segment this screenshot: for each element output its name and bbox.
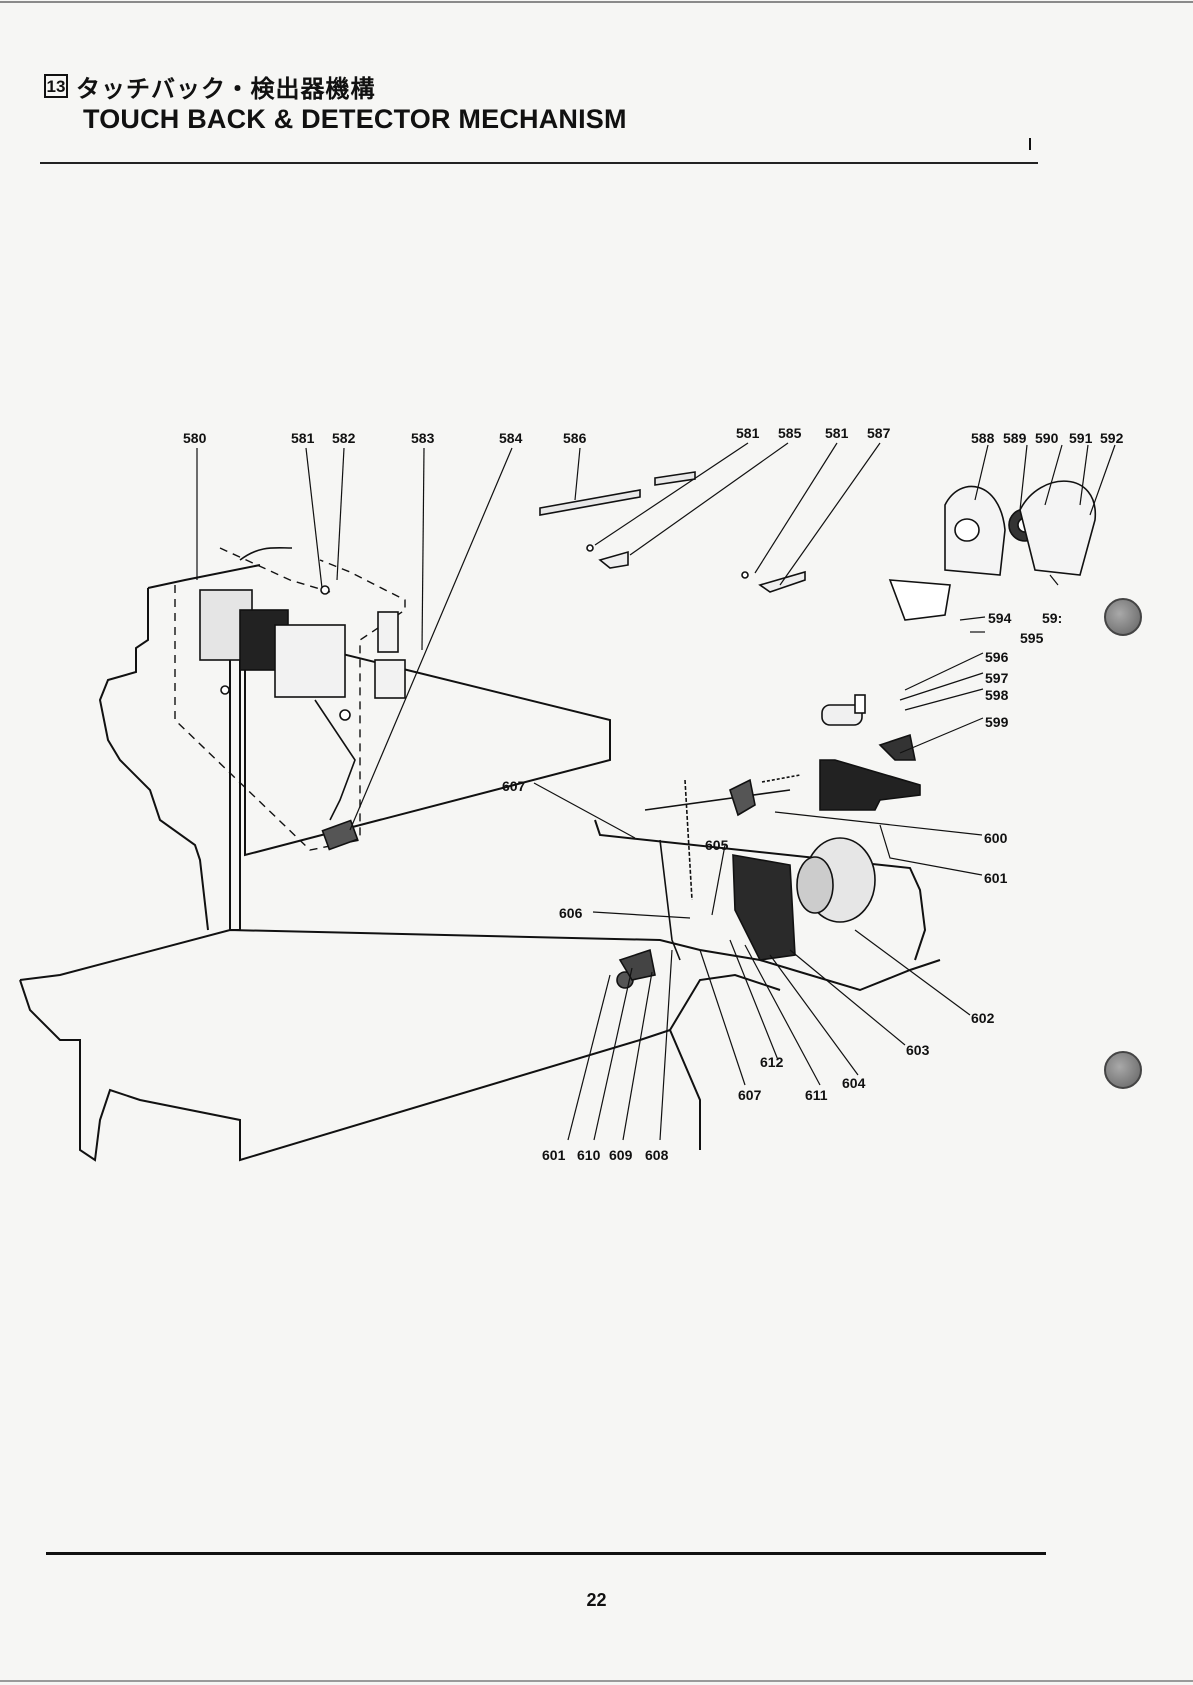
callout-582: 582 xyxy=(332,430,356,446)
callout-594: 594 xyxy=(988,610,1012,626)
callout-600: 600 xyxy=(984,830,1008,846)
callout-599: 599 xyxy=(985,714,1009,730)
machine-outline xyxy=(20,138,1030,1160)
callout-590: 590 xyxy=(1035,430,1059,446)
callout-603: 603 xyxy=(906,1042,930,1058)
callout-581: 581 xyxy=(291,430,315,446)
callout-587: 587 xyxy=(867,425,891,441)
callout-580: 580 xyxy=(183,430,207,446)
callout-589: 589 xyxy=(1003,430,1027,446)
callout-581-c: 581 xyxy=(825,425,849,441)
callout-607-b: 607 xyxy=(738,1087,762,1103)
upper-parts xyxy=(540,472,805,592)
callout-588: 588 xyxy=(971,430,995,446)
callout-607: 607 xyxy=(502,778,526,794)
callout-602: 602 xyxy=(971,1010,995,1026)
callout-610: 610 xyxy=(577,1147,601,1163)
cam-cover-assembly xyxy=(890,481,1095,620)
punch-hole xyxy=(1104,1051,1142,1089)
callout-593: 59: xyxy=(1042,610,1062,626)
callout-584: 584 xyxy=(499,430,523,446)
callout-596: 596 xyxy=(985,649,1009,665)
callout-612: 612 xyxy=(760,1054,784,1070)
callout-609: 609 xyxy=(609,1147,633,1163)
callout-581-b: 581 xyxy=(736,425,760,441)
punch-hole xyxy=(1104,598,1142,636)
page-number: 22 xyxy=(0,1590,1193,1611)
callout-583: 583 xyxy=(411,430,435,446)
callout-608: 608 xyxy=(645,1147,669,1163)
callout-611: 611 xyxy=(805,1087,828,1103)
callout-604: 604 xyxy=(842,1075,866,1091)
callout-591: 591 xyxy=(1069,430,1093,446)
callout-601-b: 601 xyxy=(542,1147,566,1163)
callout-597: 597 xyxy=(985,670,1009,686)
callout-595: 595 xyxy=(1020,630,1044,646)
callout-598: 598 xyxy=(985,687,1009,703)
callout-592: 592 xyxy=(1100,430,1124,446)
callout-605: 605 xyxy=(705,837,729,853)
bottom-scan-edge xyxy=(0,1680,1193,1682)
callout-601: 601 xyxy=(984,870,1008,886)
callout-585: 585 xyxy=(778,425,802,441)
callout-586: 586 xyxy=(563,430,587,446)
callout-606: 606 xyxy=(559,905,583,921)
footer-rule xyxy=(46,1552,1046,1555)
